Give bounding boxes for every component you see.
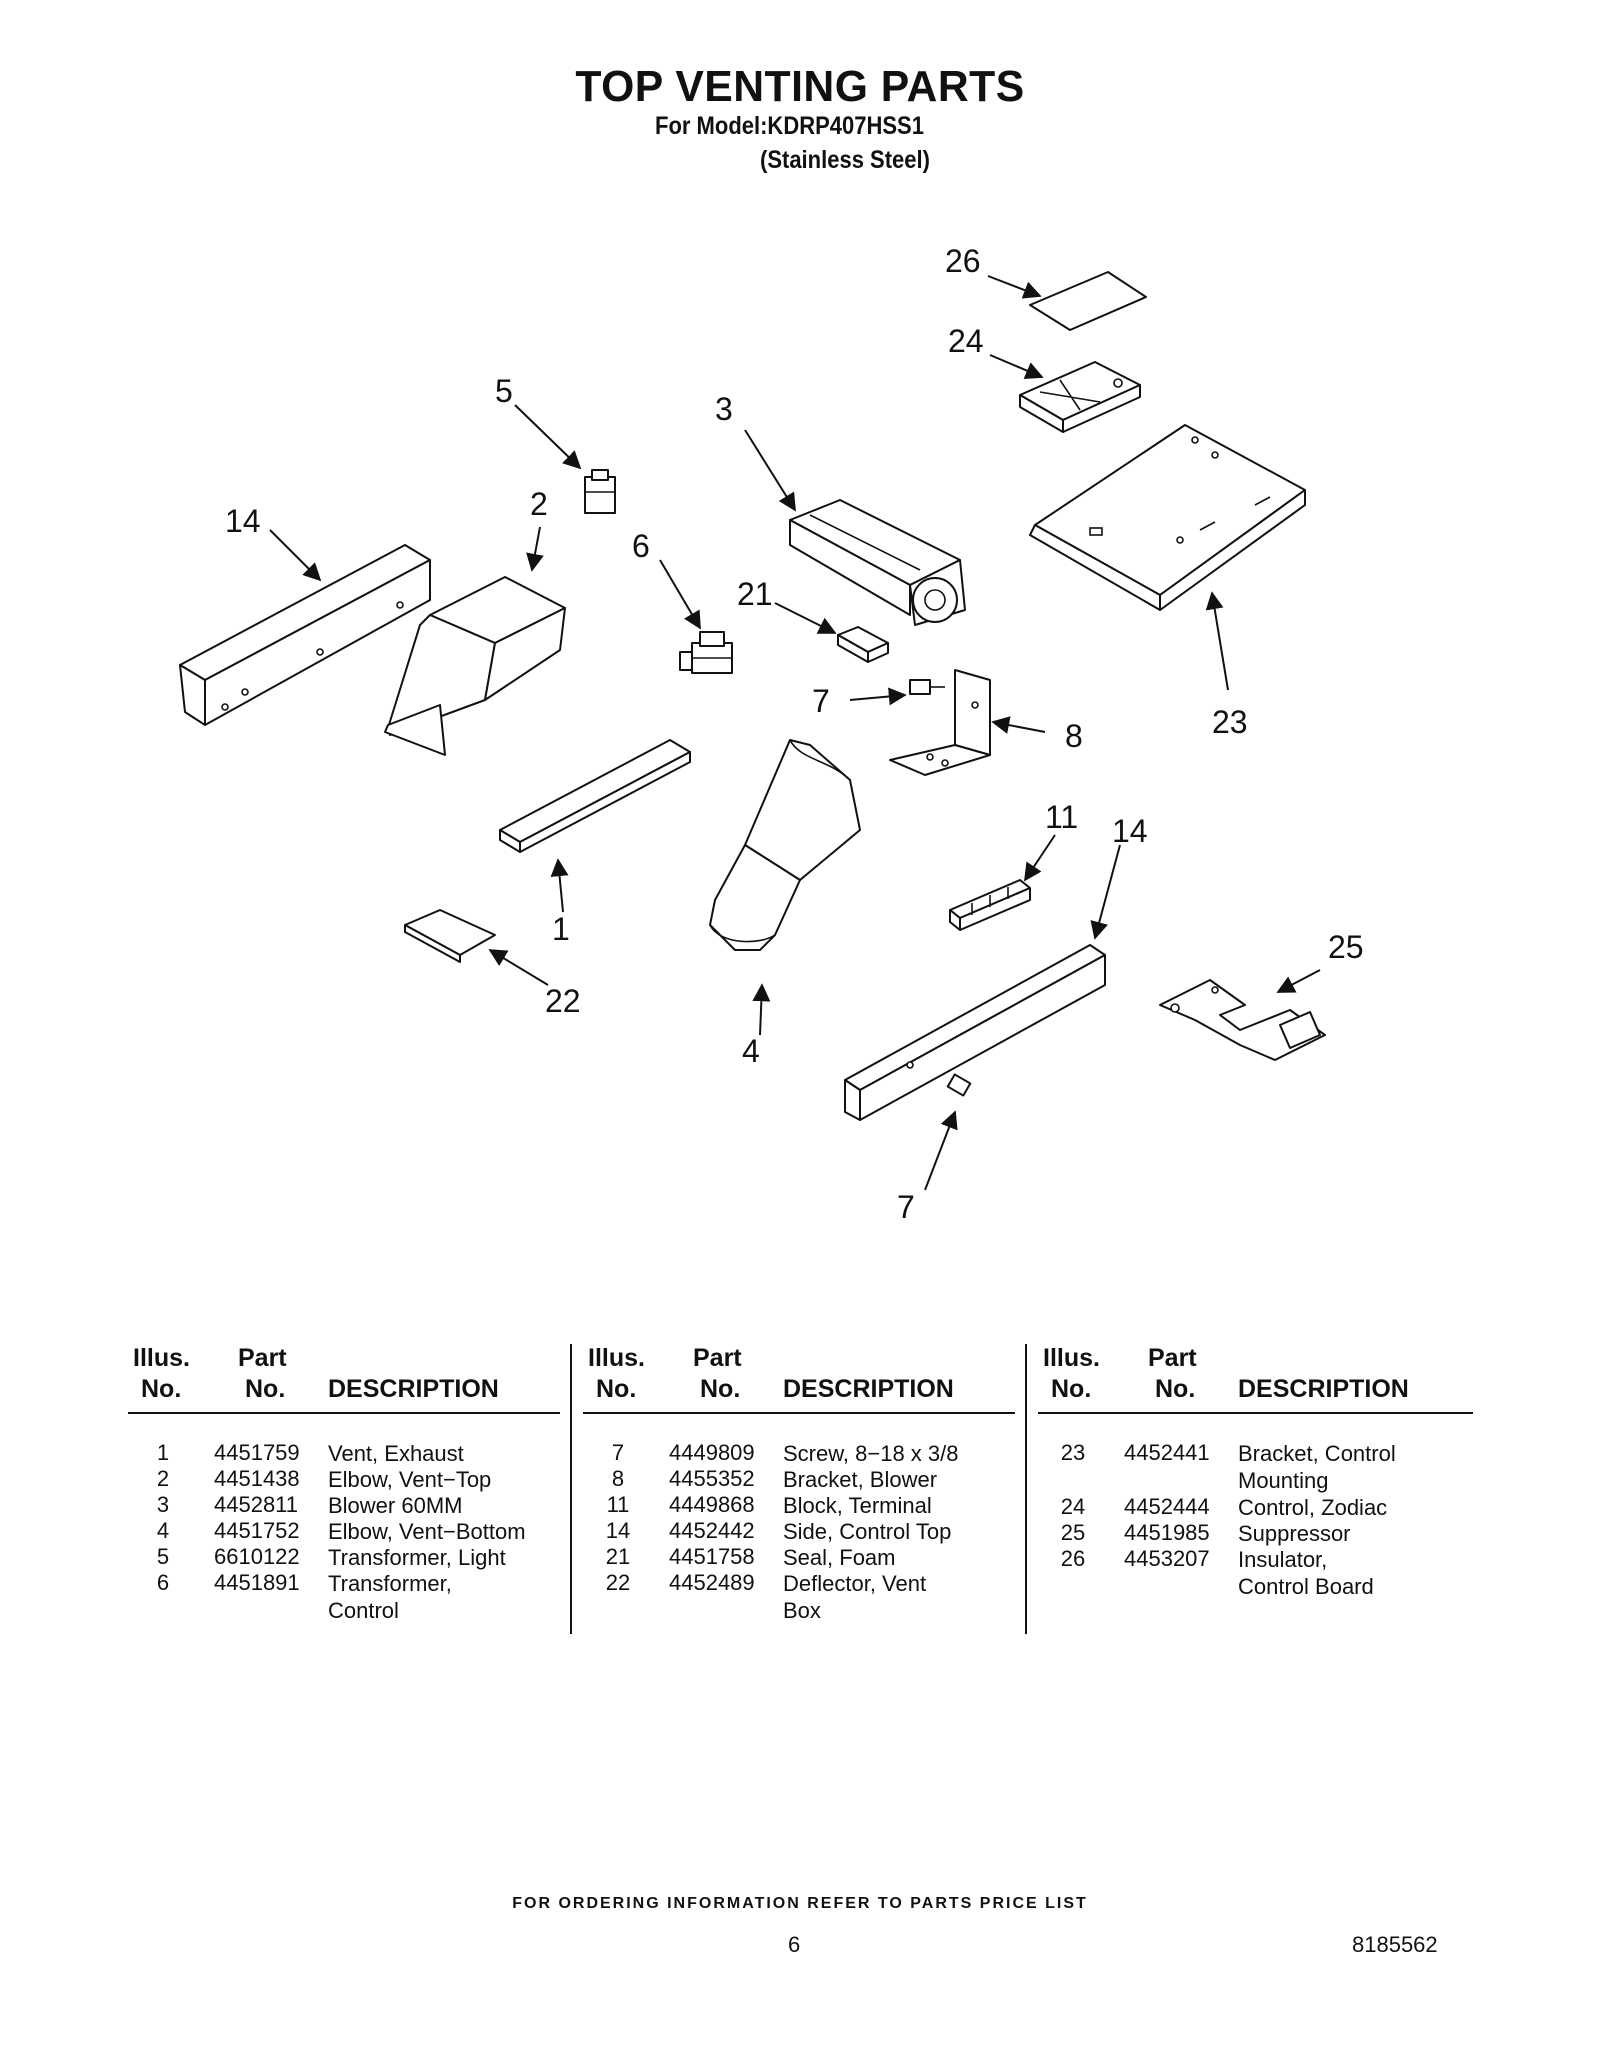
finish-line: (Stainless Steel) (760, 146, 930, 174)
screw-upper-part (909, 679, 945, 695)
part-header-bottom: No. (245, 1375, 286, 1403)
callout-7-upper: 7 (812, 683, 830, 719)
callout-21: 21 (737, 576, 773, 612)
part-header-bottom: No. (1155, 1375, 1196, 1403)
suppressor-part (1159, 979, 1326, 1061)
description-header: DESCRIPTION (1238, 1375, 1409, 1403)
callout-5: 5 (495, 373, 513, 409)
callout-14-upper: 14 (225, 503, 261, 539)
callout-3: 3 (715, 391, 733, 427)
column-divider (1025, 1344, 1027, 1634)
elbow-vent-bottom-part (709, 739, 861, 951)
control-zodiac-part (1019, 361, 1141, 433)
exploded-parts-diagram: 26 24 5 3 14 2 6 21 7 8 23 11 14 25 1 22… (0, 200, 1600, 1260)
callout-7-lower: 7 (897, 1189, 915, 1225)
column-header: Illus. No. Part No. DESCRIPTION (583, 1344, 1015, 1414)
page-number: 6 (788, 1932, 801, 1957)
transformer-control-part (679, 631, 733, 674)
part-header-top: Part (238, 1344, 287, 1372)
seal-foam-part (837, 626, 889, 663)
model-line: For Model:KDRP407HSS1 (655, 112, 924, 140)
callout-26: 26 (945, 243, 981, 279)
vent-exhaust-part (499, 739, 691, 853)
description-header: DESCRIPTION (328, 1375, 499, 1403)
callout-8: 8 (1065, 718, 1083, 754)
deflector-vent-box-part (404, 909, 496, 963)
callout-22: 22 (545, 983, 581, 1019)
illus-header-top: Illus. (1043, 1344, 1100, 1372)
document-number: 8185562 (1352, 1932, 1438, 1957)
part-header-bottom: No. (700, 1375, 741, 1403)
column-header: Illus. No. Part No. DESCRIPTION (1038, 1344, 1473, 1414)
bracket-blower-part (889, 669, 991, 776)
terminal-block-part (949, 879, 1031, 931)
ordering-note: FOR ORDERING INFORMATION REFER TO PARTS … (512, 1895, 1088, 1912)
callout-24: 24 (948, 323, 984, 359)
leader-lines (269, 275, 1321, 1191)
part-header-top: Part (1148, 1344, 1197, 1372)
callout-2: 2 (530, 486, 548, 522)
illus-header-bottom: No. (1051, 1375, 1092, 1403)
callout-23: 23 (1212, 704, 1248, 740)
illus-header-bottom: No. (596, 1375, 637, 1403)
callout-1: 1 (552, 911, 570, 947)
side-control-top-lower-part (844, 944, 1106, 1121)
callout-14-lower: 14 (1112, 813, 1148, 849)
bracket-control-mounting-part (1029, 424, 1306, 611)
side-control-top-upper-part (179, 544, 431, 726)
page-title: TOP VENTING PARTS (575, 62, 1025, 111)
description-header: DESCRIPTION (783, 1375, 954, 1403)
insulator-control-board-part (1029, 271, 1147, 331)
illus-header-bottom: No. (141, 1375, 182, 1403)
screw-lower-part (946, 1073, 972, 1097)
callout-4: 4 (742, 1033, 760, 1069)
part-header-top: Part (693, 1344, 742, 1372)
transformer-light-part (584, 469, 616, 514)
column-divider (570, 1344, 572, 1634)
column-header: Illus. No. Part No. DESCRIPTION (128, 1344, 560, 1414)
blower-part (789, 499, 966, 626)
callout-6: 6 (632, 528, 650, 564)
illus-header-top: Illus. (588, 1344, 645, 1372)
elbow-vent-top-part (384, 576, 566, 756)
illus-header-top: Illus. (133, 1344, 190, 1372)
callout-25: 25 (1328, 929, 1364, 965)
callout-11: 11 (1045, 799, 1078, 835)
